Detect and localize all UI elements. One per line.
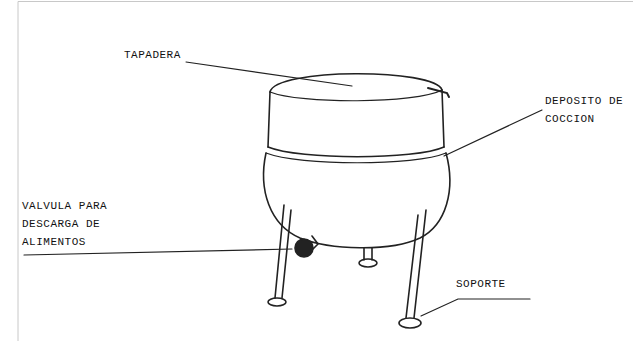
leader-line	[421, 299, 530, 316]
lid-handle	[428, 88, 449, 97]
body-wall-right	[442, 90, 444, 147]
body-wall-left	[268, 92, 270, 147]
leg-right	[406, 210, 426, 318]
discharge-valve	[295, 239, 313, 257]
leader-line	[24, 249, 292, 255]
part-label: DEPOSITO DE COCCION	[545, 92, 629, 128]
jacket-band	[268, 147, 444, 157]
part-label: VALVULA PARA DESCARGA DE ALIMENTOS	[22, 197, 114, 251]
foot-left	[268, 298, 286, 306]
foot-back	[359, 259, 377, 267]
bowl-outline	[264, 153, 450, 248]
lid-outline	[270, 74, 442, 92]
leg-left	[275, 205, 291, 298]
part-label: TAPADERA	[124, 46, 214, 64]
frame-line	[18, 2, 633, 341]
lid-rim	[270, 90, 442, 101]
part-label: SOPORTE	[456, 275, 536, 293]
jacket-band-lower	[266, 153, 446, 163]
leader-line	[186, 62, 352, 86]
leader-line	[444, 110, 542, 156]
foot-right	[399, 318, 421, 328]
